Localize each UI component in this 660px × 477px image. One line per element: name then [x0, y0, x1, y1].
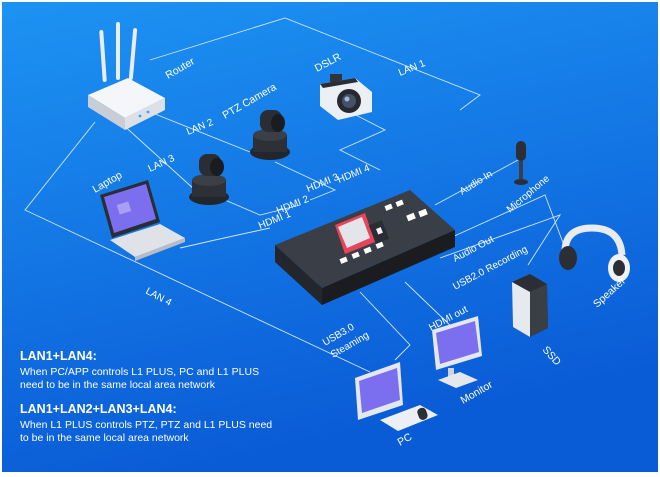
laptop-icon: [100, 180, 185, 261]
note-lan1-lan4: LAN1+LAN4: When PC/APP controls L1 PLUS,…: [20, 349, 259, 392]
lan3-line: [119, 121, 196, 191]
hdmi4-line: [338, 111, 387, 171]
ssd-drive-icon: [512, 274, 548, 337]
note-heading: LAN1+LAN2+LAN3+LAN4:: [20, 402, 177, 416]
hdmi3-line: [274, 161, 337, 201]
usb30-line: [359, 291, 411, 361]
audio-in-line: [434, 159, 519, 206]
dslr-camera-icon: [320, 74, 372, 120]
audio-out-line: [449, 194, 566, 249]
usb20-line: [439, 214, 562, 266]
hdmi-out-line: [404, 281, 456, 331]
note-line: When PC/APP controls L1 PLUS, PC and L1 …: [20, 366, 260, 378]
note-line: need to be in the same local area networ…: [20, 379, 215, 391]
router-icon: [88, 22, 165, 130]
hdmi2-line: [224, 199, 301, 216]
lan4-line: [24, 121, 371, 373]
note-lan1-to-lan4: LAN1+LAN2+LAN3+LAN4: When L1 PLUS contro…: [20, 402, 272, 445]
lan1-line: [149, 17, 481, 111]
pc-computer-icon: [355, 362, 438, 431]
lan2-line: [149, 111, 251, 153]
note-line: to be in the same local area network: [20, 432, 189, 444]
microphone-icon: [514, 141, 528, 185]
note-line: When L1 PLUS controls PTZ, PTZ and L1 PL…: [20, 419, 273, 431]
headphones-icon: [559, 224, 630, 282]
hdmi1-line: [179, 227, 271, 249]
video-switcher-icon: [275, 190, 455, 305]
connection-lines: [24, 17, 566, 373]
ptz-camera-icon: [250, 110, 290, 160]
note-heading: LAN1+LAN4:: [20, 349, 97, 363]
monitor-icon: [432, 316, 482, 388]
ptz-camera-icon: [189, 154, 229, 205]
